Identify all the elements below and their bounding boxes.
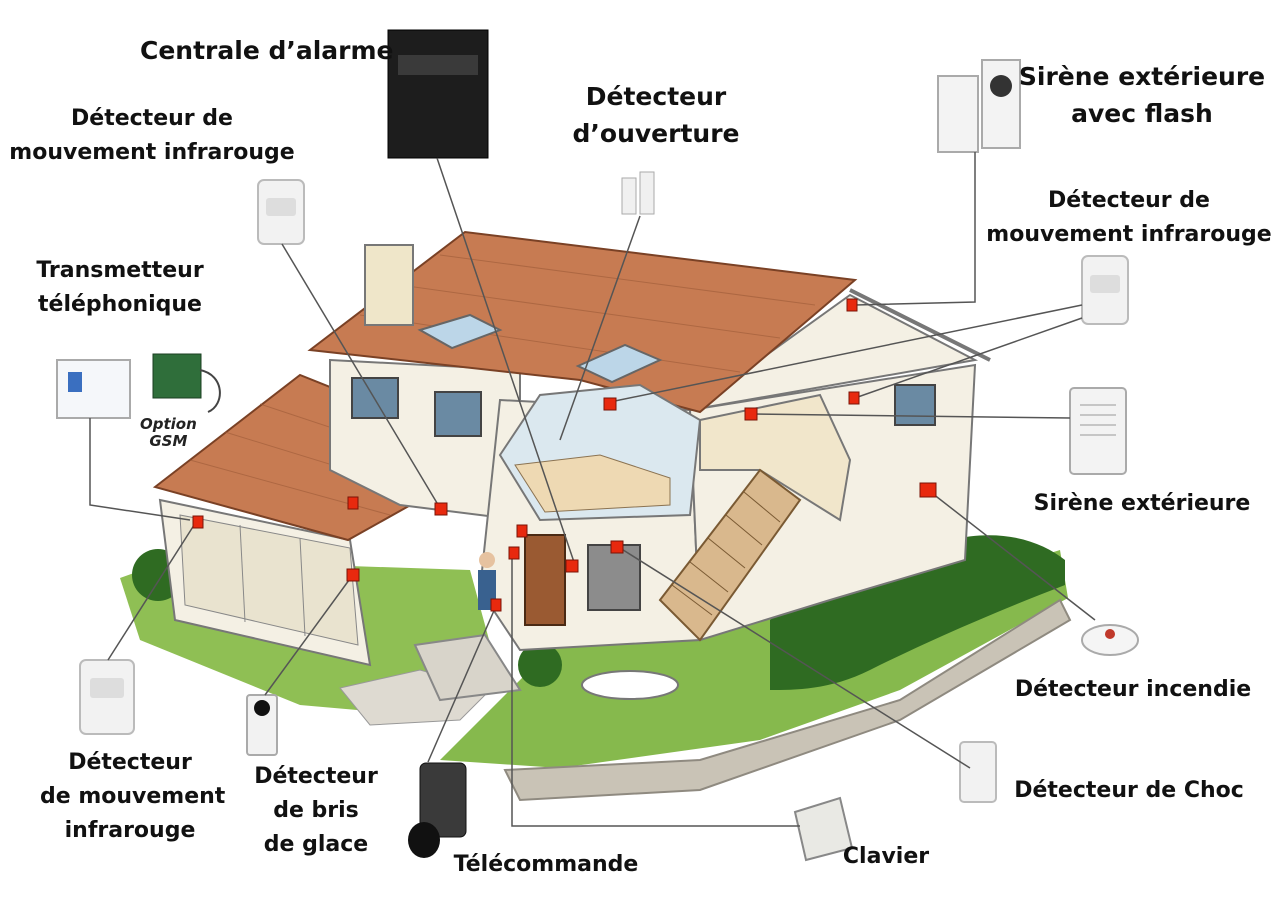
remote-control-device [408, 762, 467, 858]
glass-break-device [246, 694, 278, 756]
motion-sensor-device [1081, 255, 1129, 325]
dialer-device [56, 359, 131, 419]
gsm-module-device [152, 353, 221, 413]
door-contact-device [621, 171, 655, 215]
label-clavier: Clavier [842, 844, 930, 869]
shock-sensor-device [959, 741, 997, 803]
sensor-markers [192, 298, 937, 612]
hedge [770, 535, 1065, 690]
leader-lines [89, 152, 1096, 827]
label-incendie: Détecteur incendie [1014, 677, 1252, 702]
bush-front [518, 643, 562, 687]
smoke-detector-device [1081, 624, 1139, 656]
label-choc: Détecteur de Choc [1014, 778, 1244, 803]
label-telecommande: Télécommande [453, 852, 639, 877]
control-panel-device [387, 29, 489, 159]
front-door [524, 534, 566, 626]
outdoor-siren-device [1069, 387, 1127, 475]
window [894, 384, 936, 426]
house-body [307, 230, 991, 702]
keypad-device [793, 796, 854, 862]
window [434, 391, 482, 437]
chimney [364, 244, 414, 326]
label-centrale: Centrale d’alarme [140, 36, 394, 65]
motion-sensor-device [79, 659, 135, 735]
patio-table [581, 670, 679, 700]
window [587, 544, 641, 611]
motion-sensor-device [257, 179, 305, 245]
person [479, 552, 495, 568]
siren-flash-device [937, 59, 1021, 153]
label-sirene-ext: Sirène extérieure [1033, 491, 1251, 516]
devices [56, 29, 1139, 862]
